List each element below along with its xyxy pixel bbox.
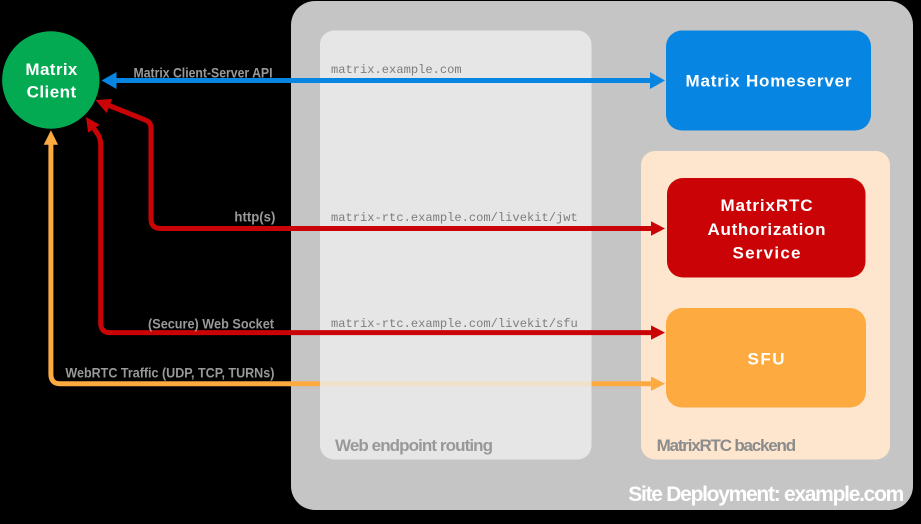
svg-text:Matrix Homeserver: Matrix Homeserver <box>686 71 852 90</box>
svg-text:SFU: SFU <box>748 349 785 368</box>
svg-text:Authorization: Authorization <box>708 220 826 239</box>
svg-text:(Secure) Web Socket: (Secure) Web Socket <box>148 316 274 332</box>
svg-text:matrix-rtc.example.com/livekit: matrix-rtc.example.com/livekit/sfu <box>331 317 578 331</box>
svg-text:matrix-rtc.example.com/livekit: matrix-rtc.example.com/livekit/jwt <box>331 211 578 225</box>
svg-text:WebRTC Traffic (UDP, TCP, TURN: WebRTC Traffic (UDP, TCP, TURNs) <box>65 365 274 381</box>
svg-text:MatrixRTC: MatrixRTC <box>721 196 813 215</box>
svg-text:Web endpoint routing: Web endpoint routing <box>335 436 493 455</box>
svg-text:Matrix: Matrix <box>25 60 78 79</box>
svg-text:MatrixRTC backend: MatrixRTC backend <box>657 436 797 455</box>
svg-text:Service: Service <box>733 244 801 263</box>
svg-text:Site Deployment: example.com: Site Deployment: example.com <box>628 483 904 506</box>
svg-text:Matrix Client-Server API: Matrix Client-Server API <box>134 64 273 80</box>
svg-text:http(s): http(s) <box>234 209 275 225</box>
svg-text:matrix.example.com: matrix.example.com <box>331 63 462 77</box>
svg-text:Client: Client <box>27 82 77 101</box>
